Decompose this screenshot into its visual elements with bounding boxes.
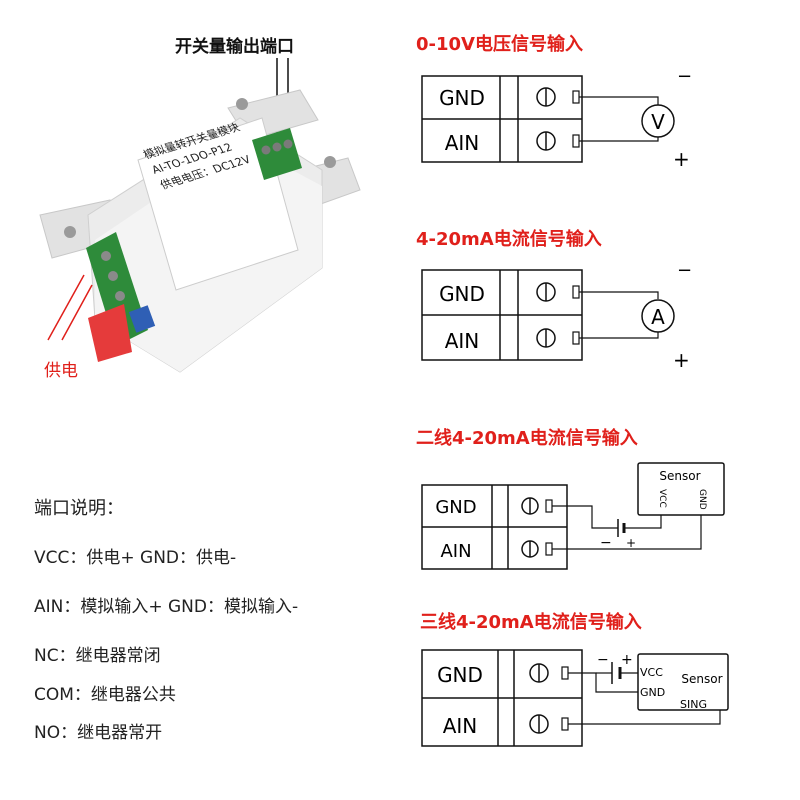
sensor-pin-sing: SING	[680, 698, 707, 711]
power-label: 供电	[44, 361, 78, 381]
mount-hole-left	[64, 226, 76, 238]
meter-label: V	[651, 110, 665, 134]
diagram-current: GND AIN A − +	[421, 260, 692, 372]
product-illustration	[39, 58, 361, 373]
input-terminal-screw	[101, 251, 111, 261]
sensor-pin-vcc: VCC	[640, 666, 663, 679]
mount-hole-right	[324, 156, 336, 168]
sensor-pin-gnd: GND	[697, 489, 707, 510]
diagram-voltage: GND AIN V − +	[421, 66, 692, 171]
output-terminal-screw	[272, 142, 282, 152]
minus-sign: −	[600, 535, 612, 551]
blue-potentiometer	[128, 305, 156, 333]
diagram-two-wire: GND AIN Sensor VCC GND − +	[421, 462, 725, 570]
diagram-three-wire: GND AIN Sensor VCC GND SING − +	[421, 649, 729, 747]
sensor-label: Sensor	[681, 672, 722, 686]
sensor-pin-vcc: VCC	[657, 489, 667, 508]
ammeter-icon	[641, 299, 675, 333]
port-desc-line: NO：继电器常开	[34, 723, 163, 743]
plus-sign: +	[673, 348, 690, 372]
minus-sign: −	[597, 652, 609, 668]
port-desc-line: VCC：供电+ GND：供电-	[34, 548, 237, 568]
plus-sign: +	[621, 652, 633, 668]
sensor-box	[637, 653, 729, 711]
input-terminal-screw	[115, 291, 125, 301]
terminal-label-gnd: GND	[435, 497, 476, 518]
sensor-box	[637, 462, 725, 516]
module-label	[137, 117, 299, 291]
output-terminal-screw	[261, 145, 271, 155]
output-terminal-screw	[283, 139, 293, 149]
diagram-title-voltage: 0-10V电压信号输入	[416, 34, 583, 55]
terminal-label-ain: AIN	[445, 131, 480, 155]
port-desc-line: AIN：模拟输入+ GND：模拟输入-	[34, 597, 299, 617]
red-connector	[88, 304, 132, 362]
plus-sign: +	[626, 536, 636, 550]
port-desc-line: COM：继电器公共	[34, 685, 176, 705]
plus-sign: +	[673, 147, 690, 171]
sensor-pin-gnd: GND	[640, 686, 665, 699]
port-desc-line: NC：继电器常闭	[34, 646, 161, 666]
terminal-label-gnd: GND	[439, 86, 485, 110]
minus-sign: −	[677, 66, 692, 87]
power-pointer-1	[47, 274, 85, 341]
meter-label: A	[651, 305, 665, 329]
terminal-label-gnd: GND	[437, 663, 483, 687]
power-pointer-2	[61, 284, 93, 341]
terminal-label-ain: AIN	[443, 714, 478, 738]
terminal-label-ain: AIN	[440, 541, 471, 562]
port-desc-title: 端口说明：	[34, 498, 124, 519]
terminal-label-gnd: GND	[439, 282, 485, 306]
diagram-title-three-wire: 三线4-20mA电流信号输入	[420, 612, 642, 633]
terminal-label-ain: AIN	[445, 329, 480, 353]
sensor-label: Sensor	[659, 469, 700, 483]
input-terminal-screw	[108, 271, 118, 281]
mount-hole-top	[236, 98, 248, 110]
voltmeter-icon	[641, 104, 675, 138]
minus-sign: −	[677, 260, 692, 281]
diagram-title-current: 4-20mA电流信号输入	[416, 229, 602, 250]
diagram-title-two-wire: 二线4-20mA电流信号输入	[416, 428, 638, 449]
output-port-label: 开关量输出端口	[175, 37, 294, 57]
